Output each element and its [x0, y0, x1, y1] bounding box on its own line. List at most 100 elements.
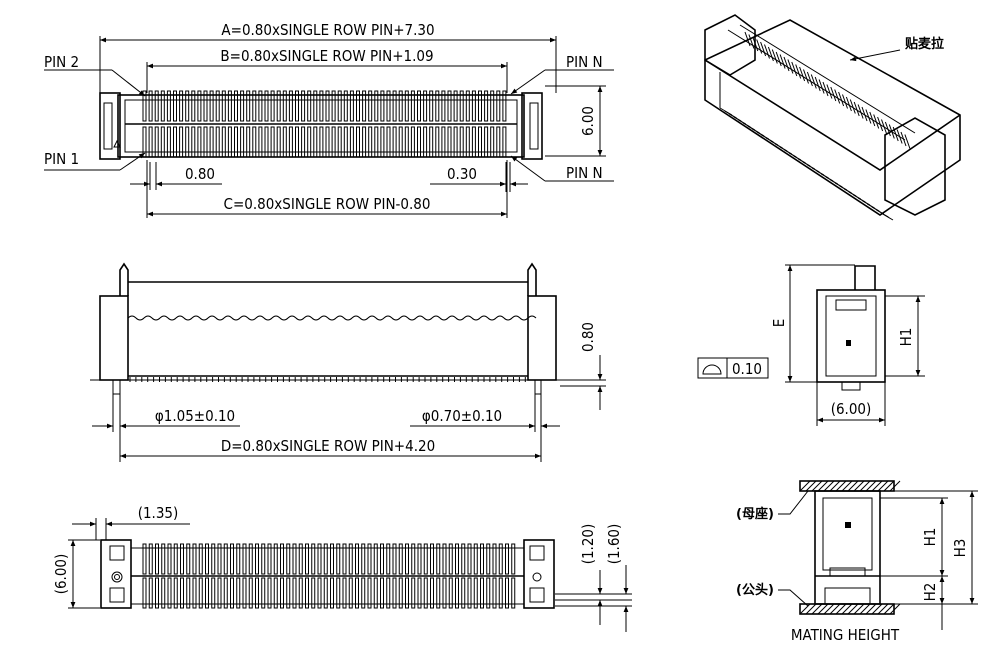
iso-tooth — [865, 109, 872, 124]
contact-bottom — [215, 126, 220, 158]
contact-top — [307, 90, 312, 122]
pad-bottom — [480, 577, 484, 609]
pad-bottom — [436, 577, 441, 609]
iso-lead — [880, 212, 894, 221]
contact-top — [246, 90, 251, 122]
iso-tooth — [830, 86, 837, 102]
pad-top — [430, 543, 434, 575]
end-slot-left — [103, 102, 113, 150]
contact-bottom — [343, 126, 348, 158]
fp-hole-right — [532, 572, 542, 582]
hatch-line — [799, 480, 811, 492]
contact-top — [191, 90, 196, 122]
iso-tooth — [822, 81, 829, 97]
contact-top — [441, 90, 446, 122]
pad-bottom — [186, 577, 191, 609]
mated-body — [814, 490, 881, 605]
pcb-hatching — [799, 480, 901, 615]
isometric-view: 贴麦拉 — [704, 14, 961, 221]
pin2-label: PIN 2 — [44, 53, 79, 71]
pad-top — [205, 543, 209, 575]
peg-small — [534, 379, 542, 395]
contact-bottom — [148, 126, 153, 158]
pad-bottom — [486, 577, 491, 609]
mylar-note: 贴麦拉 — [905, 36, 944, 52]
pad-top — [498, 543, 503, 575]
contact-bottom — [380, 126, 385, 158]
pad-bottom — [311, 577, 316, 609]
contact-bottom — [179, 126, 184, 158]
front-post-right — [527, 262, 537, 296]
peg-small-label: φ0.70±0.10 — [422, 407, 502, 425]
pad-bottom — [230, 577, 234, 609]
pad-bottom — [492, 577, 497, 609]
contact-top — [459, 90, 464, 122]
iso-tooth — [787, 59, 794, 74]
pad-bottom — [367, 577, 372, 609]
contact-bottom — [203, 126, 208, 158]
peg-large-label: φ1.05±0.10 — [155, 407, 235, 425]
fp-offset-label: (1.35) — [138, 504, 179, 522]
contact-top — [484, 90, 489, 122]
pad-top — [311, 543, 316, 575]
pad-top — [436, 543, 441, 575]
iso-tooth — [877, 116, 884, 132]
contact-bottom — [221, 126, 226, 158]
hatch-line — [877, 480, 889, 492]
peg-large — [112, 379, 121, 395]
iso-tooth — [779, 54, 786, 69]
pad-bottom — [267, 577, 272, 609]
iso-tooth — [900, 131, 907, 147]
pad-bottom — [298, 577, 303, 609]
front-post-left — [119, 262, 129, 296]
contact-bottom — [227, 126, 232, 158]
hatch-line — [841, 603, 853, 615]
pad-bottom — [373, 577, 378, 609]
pad-top — [323, 543, 328, 575]
contact-bottom — [465, 126, 470, 158]
pad-bottom — [505, 577, 509, 609]
end-cap-right — [521, 92, 543, 160]
hatch-line — [877, 603, 889, 615]
side-post — [854, 265, 876, 290]
iso-tooth — [838, 91, 845, 107]
pad-bottom — [461, 577, 466, 609]
hatch-line — [859, 603, 871, 615]
contact-bottom — [173, 126, 177, 158]
contact-top — [423, 90, 428, 122]
fp-end-left — [100, 539, 132, 609]
pad-top — [455, 543, 459, 575]
pad-top — [386, 543, 391, 575]
iso-contacts — [744, 31, 911, 149]
contact-bottom — [349, 126, 354, 158]
contact-top — [368, 90, 373, 122]
pad-bottom — [317, 577, 322, 609]
pad-top — [473, 543, 478, 575]
iso-tooth — [853, 101, 860, 117]
fp-width-label: (6.00) — [52, 554, 70, 595]
pad-bottom — [217, 577, 222, 609]
pad-top — [298, 543, 303, 575]
hatch-line — [823, 480, 835, 492]
side-h1-label: H1 — [897, 328, 915, 347]
pad-bottom — [161, 577, 166, 609]
contact-bottom — [484, 126, 489, 158]
iso-tooth — [873, 114, 880, 129]
pad-bottom — [386, 577, 391, 609]
iso-tooth — [869, 111, 876, 127]
pad-top — [423, 543, 428, 575]
contact-rows — [142, 90, 507, 158]
contact-bottom — [258, 126, 263, 158]
contact-bottom — [410, 126, 415, 158]
contact-bottom — [459, 126, 464, 158]
flatness-frame — [697, 357, 769, 379]
hatch-line — [817, 603, 829, 615]
hatch-line — [871, 480, 883, 492]
pad-top — [192, 543, 197, 575]
pad-top — [242, 543, 247, 575]
pad-bottom — [473, 577, 478, 609]
pad-bottom — [292, 577, 297, 609]
pad-top — [373, 543, 378, 575]
iso-tooth — [884, 121, 891, 137]
pad-bottom — [398, 577, 403, 609]
